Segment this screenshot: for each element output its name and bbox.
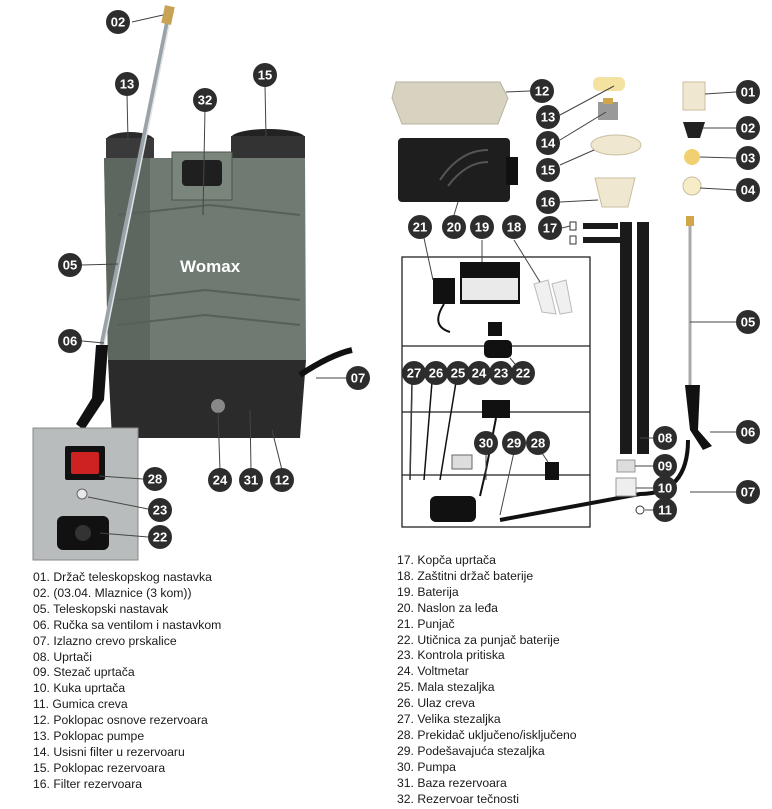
tank-base-31 xyxy=(108,360,306,438)
nozzle-02 xyxy=(161,5,175,25)
legend-item: 20. Naslon za leđa xyxy=(397,600,498,615)
legend-item: 28. Prekidač uključeno/isključeno xyxy=(397,727,577,742)
callout-right-5: 20 xyxy=(447,220,461,235)
legend-item: 06. Ručka sa ventilom i nastavkom xyxy=(33,617,222,632)
callout-left-11: 23 xyxy=(153,503,167,518)
legend-item: 27. Velika stezaljka xyxy=(397,712,501,727)
callout-left-6: 07 xyxy=(351,371,365,386)
legend-item: 21. Punjač xyxy=(397,616,455,631)
callout-right-24: 24 xyxy=(472,366,487,381)
callout-left-2: 15 xyxy=(258,68,272,83)
legend-item: 19. Baterija xyxy=(397,584,459,599)
legend-item: 10. Kuka uprtača xyxy=(33,681,126,696)
legend-item: 23. Kontrola pritiska xyxy=(397,648,505,663)
tank-cap-15 xyxy=(231,136,305,158)
callout-right-9: 17 xyxy=(543,221,557,236)
callout-left-7: 24 xyxy=(213,473,228,488)
legend-item: 29. Podešavajuća stezaljka xyxy=(397,743,545,758)
callout-right-11: 02 xyxy=(741,121,755,136)
callout-right-23: 25 xyxy=(451,366,465,381)
legend-item: 14. Usisni filter u rezervoaru xyxy=(33,744,185,759)
callout-left-4: 05 xyxy=(63,258,77,273)
callout-right-15: 06 xyxy=(741,425,755,440)
legend-item: 17. Kopča uprtača xyxy=(397,553,496,567)
legend-item: 15. Poklopac rezervoara xyxy=(33,760,166,775)
callout-left-1: 13 xyxy=(120,77,134,92)
callout-right-8: 18 xyxy=(507,220,521,235)
callout-right-3: 15 xyxy=(541,163,555,178)
legend-left: 01. Držač teleskopskog nastavka 02. (03.… xyxy=(33,570,221,793)
legend-item: 31. Baza rezervoara xyxy=(397,775,507,790)
legend-item: 16. Filter rezervoara xyxy=(33,776,143,791)
callout-right-16: 07 xyxy=(741,485,755,500)
legend-right: 17. Kopča uprtača 18. Zaštitni držač bat… xyxy=(397,553,577,808)
callout-right-22: 26 xyxy=(429,366,443,381)
callout-left-10: 28 xyxy=(148,472,162,487)
legend-item: 32. Rezervoar tečnosti xyxy=(397,791,519,806)
control-panel-inset xyxy=(32,427,139,561)
callout-right-18: 09 xyxy=(658,459,672,474)
right-callouts: 12 13 14 15 16 20 21 19 18 17 01 02 03 0… xyxy=(402,79,760,522)
legend-item: 05. Teleskopski nastavak xyxy=(33,601,169,616)
callout-right-19: 10 xyxy=(658,481,672,496)
callout-right-2: 14 xyxy=(541,136,556,151)
callout-right-25: 23 xyxy=(494,366,508,381)
brand-logo: Womax xyxy=(180,257,241,276)
callout-right-12: 03 xyxy=(741,151,755,166)
legend-item: 30. Pumpa xyxy=(397,759,456,774)
legend-item: 02. (03.04. Mlaznice (3 kom)) xyxy=(33,585,192,600)
callout-right-20: 11 xyxy=(658,503,672,518)
callout-right-10: 01 xyxy=(741,85,755,100)
callout-right-6: 21 xyxy=(413,220,427,235)
sprayer-illustration: Womax xyxy=(76,5,353,438)
callout-right-21: 27 xyxy=(407,366,421,381)
callout-right-4: 16 xyxy=(541,195,555,210)
legend-item: 18. Zaštitni držač baterije xyxy=(397,568,534,583)
callout-right-17: 08 xyxy=(658,431,672,446)
legend-item: 25. Mala stezaljka xyxy=(397,680,495,695)
legend-item: 09. Stezač uprtača xyxy=(33,665,135,680)
callout-right-29: 28 xyxy=(531,436,545,451)
legend-item: 26. Ulaz creva xyxy=(397,696,475,711)
callout-right-26: 22 xyxy=(516,366,530,381)
callout-left-12: 22 xyxy=(153,530,167,545)
legend-item: 07. Izlazno crevo prskalice xyxy=(33,633,177,648)
callout-left-5: 06 xyxy=(63,334,77,349)
callout-right-0: 12 xyxy=(535,84,549,99)
exploded-parts xyxy=(391,77,712,528)
handle-06 xyxy=(76,345,108,430)
legend-item: 13. Poklopac pumpe xyxy=(33,729,145,744)
callout-right-14: 05 xyxy=(741,315,755,330)
callout-right-13: 04 xyxy=(741,183,756,198)
legend-item: 22. Utičnica za punjač baterije xyxy=(397,632,560,647)
legend-item: 12. Poklopac osnove rezervoara xyxy=(33,713,208,728)
callout-left-9: 12 xyxy=(275,473,289,488)
lance-05 xyxy=(99,19,171,346)
callout-left-0: 02 xyxy=(111,15,125,30)
output-hose-07 xyxy=(298,347,353,378)
callout-left-3: 32 xyxy=(198,93,212,108)
voltmeter-24 xyxy=(211,399,225,413)
pressure-control-23 xyxy=(76,488,88,500)
legend-item: 11. Gumica creva xyxy=(33,697,128,712)
callout-right-1: 13 xyxy=(541,110,555,125)
callout-right-7: 19 xyxy=(475,220,489,235)
legend-item: 08. Uprtači xyxy=(33,649,92,664)
power-switch-28 xyxy=(71,452,99,474)
callout-right-28: 29 xyxy=(507,436,521,451)
legend-item: 24. Voltmetar xyxy=(397,664,469,679)
tank-32 xyxy=(104,158,306,360)
callout-right-27: 30 xyxy=(479,436,493,451)
legend-item: 01. Držač teleskopskog nastavka xyxy=(33,570,212,584)
left-callouts: 02 13 15 32 05 06 07 24 31 12 28 23 22 xyxy=(58,10,370,549)
callout-left-8: 31 xyxy=(244,473,258,488)
